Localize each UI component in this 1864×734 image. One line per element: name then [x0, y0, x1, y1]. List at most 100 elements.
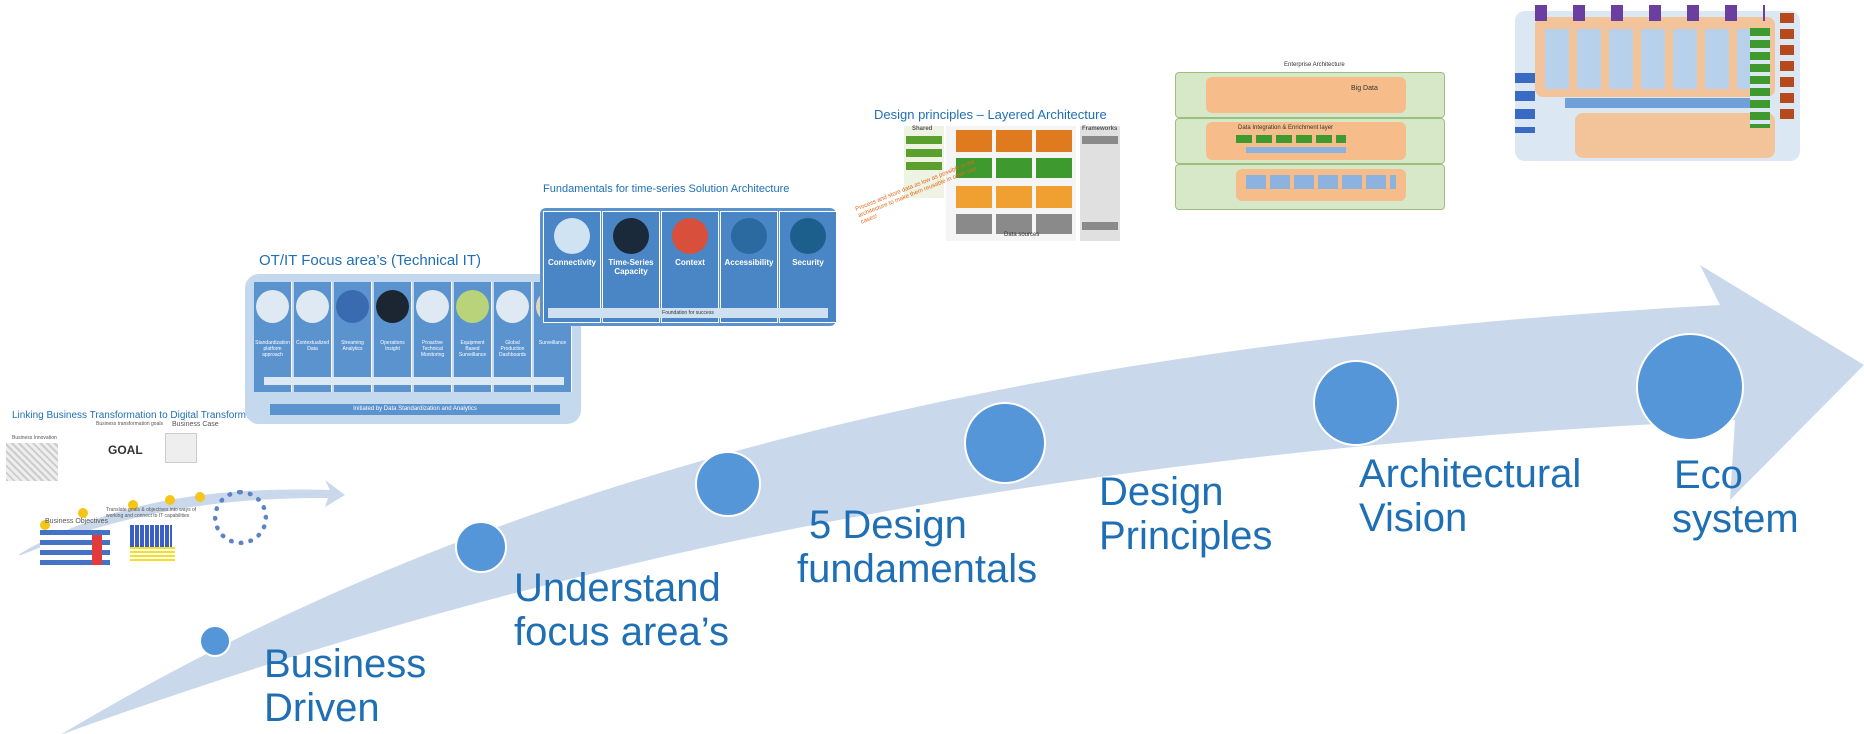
- ea-orange: [1206, 77, 1406, 113]
- step-label-business-driven: Business Driven: [264, 642, 426, 730]
- eco-orange-bottom: [1575, 113, 1775, 158]
- otit-column: Standardization platform approach: [254, 282, 292, 392]
- foundation-text: Foundation for success: [662, 310, 714, 316]
- column-image: [416, 290, 449, 323]
- slide-layered: Design principles – Layered Architecture…: [855, 100, 1162, 280]
- step-label-eco-system: Eco system: [1672, 453, 1799, 541]
- layer-grid: [946, 126, 1076, 241]
- column-image: [496, 290, 529, 323]
- slide-title: Fundamentals for time-series Solution Ar…: [543, 183, 790, 195]
- slide-ecosystem: [1505, 3, 1810, 168]
- column-image: [296, 290, 329, 323]
- data-sources-label: Data sources: [1004, 232, 1040, 238]
- ea-layer-mid: Data Integration & Enrichment layer: [1175, 118, 1445, 164]
- step-label-line: Business: [264, 642, 427, 686]
- objectives-yellow: [130, 547, 175, 563]
- innovation-collage: [6, 443, 58, 481]
- step-label-line: Architectural: [1359, 452, 1582, 496]
- column-label: Operations Insight: [380, 340, 405, 352]
- ea-layer-top: Big Data: [1175, 72, 1445, 118]
- column-label: Global Production Dashboards: [499, 340, 526, 358]
- timeline-circle-1: [199, 625, 231, 657]
- step-label-line: Understand: [514, 566, 721, 610]
- fundamental-card: Accessibility: [720, 211, 778, 323]
- card-title: Security: [792, 258, 824, 267]
- business-mini-arrow: [18, 480, 345, 555]
- shared-block: [906, 149, 942, 157]
- slide-fundamentals: Fundamentals for time-series Solution Ar…: [530, 178, 840, 368]
- step-label-line: Eco: [1674, 453, 1743, 497]
- column-image: [256, 290, 289, 323]
- card-title: Accessibility: [724, 258, 774, 267]
- business-objectives-label: Business Objectives: [45, 518, 109, 525]
- goal-label: GOAL: [108, 443, 143, 457]
- foundation-bar: Foundation for success: [548, 308, 828, 318]
- otit-column: Streaming Analytics: [334, 282, 372, 392]
- slide-otit: OT/IT Focus area’s (Technical IT) Standa…: [240, 250, 585, 425]
- otit-column: Proactive Technical Monitoring: [414, 282, 452, 392]
- otit-banner: Initiated by Data Standardization and An…: [270, 404, 560, 415]
- ea-green-row: [1236, 135, 1346, 143]
- card-title: Context: [675, 258, 705, 267]
- goal-graphic: GOAL: [108, 443, 143, 457]
- slide-enterprise: Enterprise Architecture Big Data Data In…: [1172, 60, 1447, 220]
- shared-block: [906, 162, 942, 170]
- card-image: [554, 218, 590, 254]
- card-title: Connectivity: [547, 258, 596, 267]
- step-label-design-fundamentals: 5 Design fundamentals: [797, 503, 1037, 591]
- card-image: [613, 218, 649, 254]
- shared-column: Shared: [904, 126, 944, 198]
- objectives-grid: [130, 525, 172, 547]
- business-innovation-label: Business Innovation: [12, 435, 57, 441]
- step-label-line: 5 Design: [809, 503, 967, 547]
- eco-blue-bar: [1565, 98, 1765, 108]
- step-label-architectural-vision: Architectural Vision: [1359, 452, 1581, 540]
- card-image: [672, 218, 708, 254]
- frameworks-label: Frameworks: [1082, 126, 1118, 132]
- slide-business: Linking Business Transformation to Digit…: [0, 405, 360, 590]
- shared-label: Shared: [912, 126, 933, 132]
- mini-dot: [128, 500, 138, 510]
- layer-row-green: [956, 158, 1072, 178]
- slide-title: Linking Business Transformation to Digit…: [12, 410, 246, 421]
- step-label-design-principles: Design Principles: [1099, 470, 1272, 558]
- column-image: [376, 290, 409, 323]
- slide-title: Enterprise Architecture: [1284, 62, 1345, 68]
- card-title: Time-Series Capacity: [608, 258, 654, 276]
- ea-blue-row: [1246, 147, 1346, 153]
- otit-arrow-bar: [264, 377, 564, 385]
- step-label-line: fundamentals: [797, 547, 1038, 591]
- fundamental-card: Security: [779, 211, 837, 323]
- arrow-shape: [61, 265, 1864, 734]
- step-label-line: focus area’s: [514, 610, 729, 654]
- integration-label: Data Integration & Enrichment layer: [1238, 125, 1334, 131]
- otit-column: Equipment Based Surveillance: [454, 282, 492, 392]
- objectives-red: [92, 535, 102, 565]
- shared-block: [906, 136, 942, 144]
- timeline-circle-4: [964, 402, 1046, 484]
- fundamental-card: Time-Series Capacity: [602, 211, 660, 323]
- transformation-goals-label: Business transformation goals: [96, 421, 163, 427]
- mini-dot: [78, 508, 88, 518]
- eco-blocks: [1545, 29, 1765, 89]
- layer-row-gray: [956, 214, 1072, 234]
- step-label-line: system: [1672, 497, 1799, 541]
- objectives-circle: [213, 490, 268, 545]
- slide-title: OT/IT Focus area’s (Technical IT): [259, 252, 482, 269]
- eco-blue-left: [1515, 73, 1535, 133]
- step-label-understand: Understand focus area’s: [514, 566, 729, 654]
- mini-dot: [165, 495, 175, 505]
- column-label: Proactive Technical Monitoring: [420, 340, 445, 358]
- eco-red-col: [1780, 13, 1794, 123]
- step-label-line: Design: [1099, 470, 1224, 514]
- framework-block: [1082, 136, 1118, 144]
- mini-dot: [195, 492, 205, 502]
- timeline-circle-5: [1313, 360, 1399, 446]
- otit-column: Contextualized Data: [294, 282, 332, 392]
- timeline-circle-6: [1636, 333, 1744, 441]
- column-label: Streaming Analytics: [341, 340, 364, 352]
- column-image: [456, 290, 489, 323]
- timeline-circles: [199, 333, 1744, 657]
